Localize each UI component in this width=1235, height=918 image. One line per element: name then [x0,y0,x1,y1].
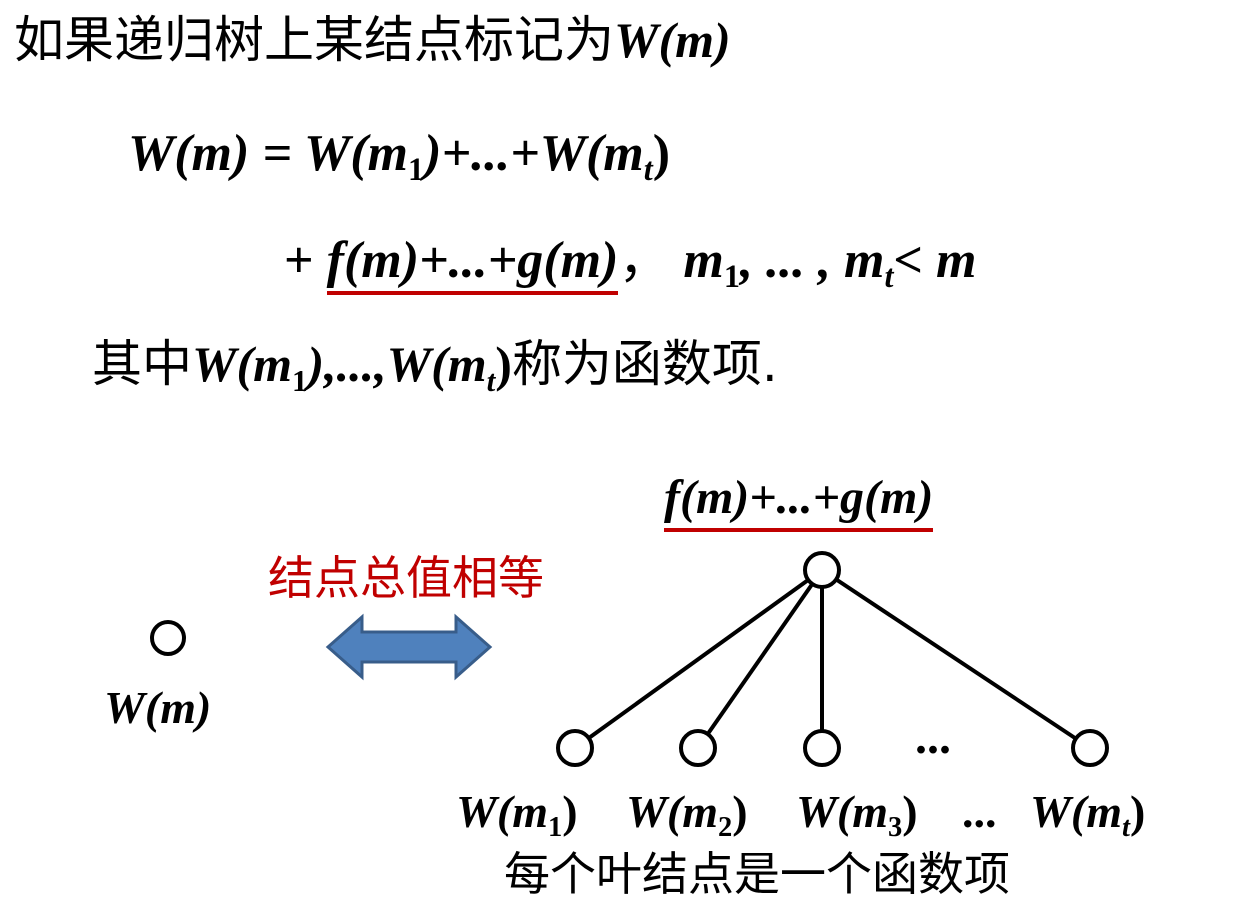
left-node-label: W(m) [104,682,212,733]
eq2-sep: ， [618,230,671,290]
leaf-2-sub: 2 [718,812,733,844]
leaf-1-prefix: W(m [456,786,548,837]
leaf-node-1 [556,729,594,767]
double-arrow-icon [325,613,493,681]
leaf-label-1: W(m1) [456,784,578,847]
note-t3: ) [495,336,512,392]
eq1-mid: )+...+W(m [424,125,644,182]
eq2-cond-m: m [683,232,724,289]
arrow-label: 结点总值相等 [268,551,544,605]
eq1-subt: t [643,151,653,188]
eq2-underlined-term: f(m)+...+g(m) [326,232,619,295]
note-suffix: 称为函数项. [511,335,778,393]
eq2-cond-end: < m [893,232,977,289]
leaf-node-t [1071,729,1109,767]
leaf-1-sub: 1 [548,812,563,844]
edge-t [820,568,1092,750]
diagram-caption: 每个叶结点是一个函数项 [504,847,1010,901]
note-line: 其中W(m1),...,W(mt)称为函数项. [92,332,778,403]
leaf-1-suffix: ) [562,786,578,837]
leaf-2-suffix: ) [732,786,748,837]
intro-line: 如果递归树上某结点标记为W(m) [14,8,731,72]
leaf-label-2: W(m2) [626,784,748,847]
root-node [803,551,841,589]
note-t1: W(m [192,336,292,392]
note-t2: ),...,W(m [307,336,487,392]
note-prefix: 其中 [92,335,192,393]
leaf-t-suffix: ) [1129,786,1146,837]
eq2-cond-subt: t [884,258,894,295]
leaf-label-3: W(m3) [796,784,918,847]
intro-text: 如果递归树上某结点标记为 [14,11,614,69]
note-s1: 1 [292,362,308,398]
leaf-node-3 [803,729,841,767]
note-s2: t [486,362,496,398]
leaf-node-2 [679,729,717,767]
eq2-cond-sub1: 1 [723,258,740,295]
leaf-ellipsis: ... [915,711,951,764]
equation-line-2: + f(m)+...+g(m)， m1, ... , mt< m [284,228,976,298]
equation-line-1: W(m) = W(m1)+...+W(mt) [128,122,670,191]
edge-1 [573,568,824,750]
eq1-lhs: W(m) = W(m [128,125,409,182]
intro-wm: W(m) [614,12,731,68]
leaf-gap-ellipsis: ... [962,786,997,837]
leaf-t-prefix: W(m [1030,786,1122,837]
eq1-end: ) [652,125,671,182]
eq2-plus: + [284,232,314,289]
edge-2 [696,568,824,750]
leaf-3-suffix: ) [902,786,918,837]
leaf-3-prefix: W(m [796,786,888,837]
eq1-sub1: 1 [408,151,425,188]
eq2-cond-mid: , ... , m [739,232,885,289]
leaf-t-sub: t [1122,812,1130,844]
leaf-label-t: W(mt) [1030,784,1145,847]
leaf-2-prefix: W(m [626,786,718,837]
left-node [150,620,186,656]
root-label: f(m)+...+g(m) [664,470,934,532]
leaf-3-sub: 3 [888,812,903,844]
